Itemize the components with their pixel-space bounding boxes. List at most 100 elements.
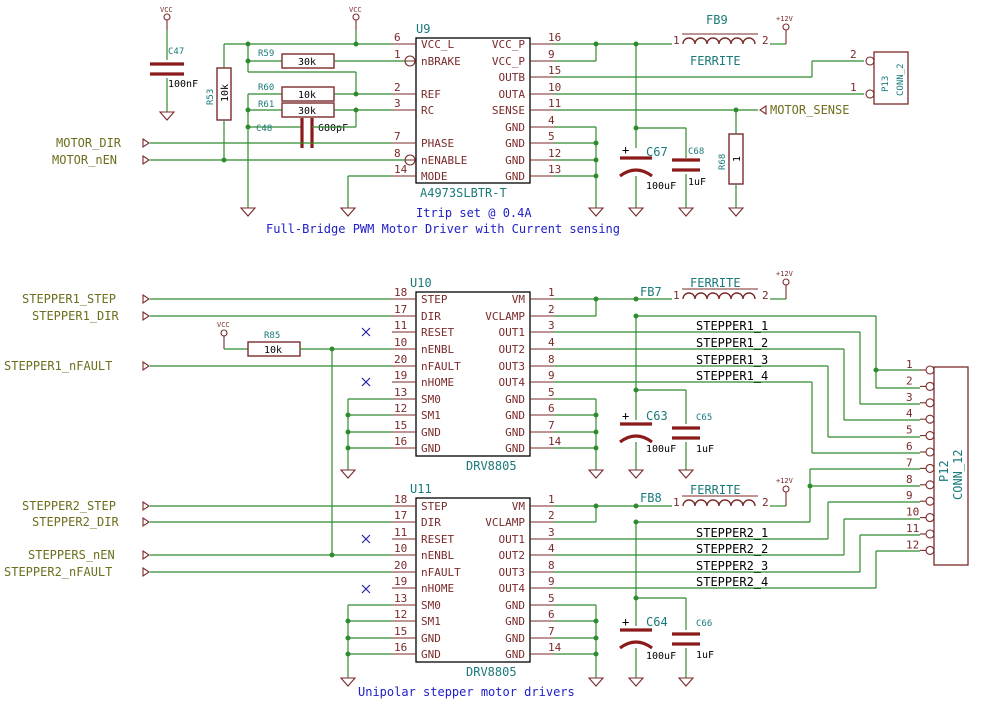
svg-text:2: 2 — [762, 289, 769, 302]
u10-right-pins: 1VM2VCLAMP3OUT14OUT28OUT39OUT45GND6GND7G… — [485, 286, 561, 455]
svg-text:100uF: 100uF — [646, 444, 676, 455]
u9-pin-number: 6 — [394, 31, 401, 44]
u11-pin-name: GND — [505, 599, 525, 612]
svg-text:C47: C47 — [168, 47, 184, 57]
p12-pin-circle — [925, 513, 935, 523]
u10-pin-number: 12 — [394, 402, 407, 415]
svg-text:+: + — [622, 615, 629, 629]
p12-pin-circle — [925, 463, 935, 473]
u10-left-pins: 18STEP17DIR11RESET10nENBL20nFAULT19nHOME… — [392, 286, 461, 455]
capacitor-c63: + C63 100uF — [619, 409, 676, 455]
svg-text:680pF: 680pF — [318, 123, 348, 134]
u11-pin-number: 17 — [394, 509, 407, 522]
capacitor-c68: C68 1uF — [672, 147, 706, 188]
plus12v-symbol: +12V — [776, 15, 794, 31]
u10-pin-name: OUT3 — [499, 360, 526, 373]
u11-pin-number: 3 — [548, 526, 555, 539]
u11-pin-name: RESET — [421, 533, 454, 546]
resistor-r85: R85 10k — [247, 331, 301, 357]
u10-pin-number: 17 — [394, 303, 407, 316]
u9-pin-number: 13 — [548, 163, 561, 176]
u10-pin-name: DIR — [421, 310, 441, 323]
u11-pin-number: 4 — [548, 542, 555, 555]
ground-symbol — [727, 207, 745, 217]
ground-symbol — [339, 677, 357, 687]
u10-pin-number: 9 — [548, 369, 555, 382]
p12-pin-circle — [925, 365, 935, 375]
u11-pin-number: 6 — [548, 608, 555, 621]
svg-text:1: 1 — [673, 34, 680, 47]
u10-pin-number: 8 — [548, 353, 555, 366]
u10-pin-name: GND — [421, 426, 441, 439]
hier-label-stepper2-dir: STEPPER2_DIR — [32, 515, 150, 529]
u9-pin-name: OUTB — [499, 71, 526, 84]
u10-pin-name: VM — [512, 293, 526, 306]
svg-text:VCC: VCC — [160, 6, 173, 14]
u11-ref: U11 — [410, 482, 432, 496]
svg-text:R60: R60 — [258, 83, 274, 93]
svg-text:MOTOR_SENSE: MOTOR_SENSE — [770, 103, 849, 117]
svg-text:FB7: FB7 — [640, 285, 662, 299]
svg-text:FB9: FB9 — [706, 13, 728, 27]
u11-pin-number: 10 — [394, 542, 407, 555]
ground-symbol — [627, 207, 645, 217]
svg-text:R61: R61 — [258, 100, 274, 110]
u9-pin-number: 8 — [394, 147, 401, 160]
svg-text:+: + — [622, 409, 629, 423]
p12-pin-circle — [925, 431, 935, 441]
p12-pin-circle — [925, 545, 935, 555]
svg-text:VCC: VCC — [349, 6, 362, 14]
svg-text:+12V: +12V — [776, 15, 794, 23]
u9-pin-number: 3 — [394, 97, 401, 110]
p12-pin-number: 12 — [906, 538, 919, 551]
u11-pin-name: OUT4 — [499, 582, 526, 595]
hier-label-stepper2-step: STEPPER2_STEP — [22, 499, 150, 513]
u11-pin-number: 20 — [394, 559, 407, 572]
u10-pin-number: 19 — [394, 369, 407, 382]
u9-pin-name: nBRAKE — [421, 55, 461, 68]
u10-pin-name: SM1 — [421, 409, 441, 422]
u9-pin-name: VCC_L — [421, 38, 454, 51]
u11-pin-name: GND — [505, 632, 525, 645]
u11-pin-name: OUT1 — [499, 533, 526, 546]
svg-text:FERRITE: FERRITE — [690, 54, 741, 68]
u11-pin-name: VM — [512, 500, 526, 513]
p12-pin-number: 7 — [906, 456, 913, 469]
capacitor-c67: + C67 100uF — [619, 143, 676, 192]
u11-pin-number: 16 — [394, 641, 407, 654]
svg-text:P12: P12 — [937, 460, 951, 482]
svg-text:STEPPERS_nEN: STEPPERS_nEN — [28, 548, 115, 562]
hier-label-stepper2-nfault: STEPPER2_nFAULT — [4, 565, 150, 579]
hier-label-steppers-nen: STEPPERS_nEN — [28, 548, 150, 562]
u10-pin-number: 15 — [394, 419, 407, 432]
u10-section: U10 DRV8805 18STEP17DIR11RESET10nENBL20n… — [4, 270, 920, 555]
u11-pin-number: 7 — [548, 625, 555, 638]
vcc-symbol: VCC — [217, 321, 230, 349]
u11-pin-number: 19 — [394, 575, 407, 588]
u11-pin-number: 15 — [394, 625, 407, 638]
u10-pin-number: 5 — [548, 386, 555, 399]
u10-pin-name: GND — [505, 409, 525, 422]
svg-text:+12V: +12V — [776, 270, 794, 278]
svg-text:1: 1 — [673, 496, 680, 509]
svg-text:100nF: 100nF — [168, 79, 198, 90]
u10-part: DRV8805 — [466, 459, 517, 473]
u11-pin-name: nHOME — [421, 582, 454, 595]
u11-pin-name: DIR — [421, 516, 441, 529]
hier-label-motor-sense: MOTOR_SENSE — [759, 103, 849, 117]
p12-pin-circle — [925, 529, 935, 539]
p12-pin-circle — [925, 381, 935, 391]
ferrite-fb7: FB7 1 2 FERRITE — [640, 276, 769, 302]
svg-text:2: 2 — [762, 496, 769, 509]
ground-symbol — [339, 469, 357, 479]
ground-symbol — [339, 207, 357, 217]
svg-text:FERRITE: FERRITE — [690, 276, 741, 290]
u9-pin-name: RC — [421, 104, 434, 117]
p12-pin-circle — [925, 398, 935, 408]
resistor-r68: R68 1 — [718, 133, 744, 185]
p12-pin-number: 11 — [906, 522, 919, 535]
net-label-stepper2-3: STEPPER2_3 — [696, 559, 768, 573]
